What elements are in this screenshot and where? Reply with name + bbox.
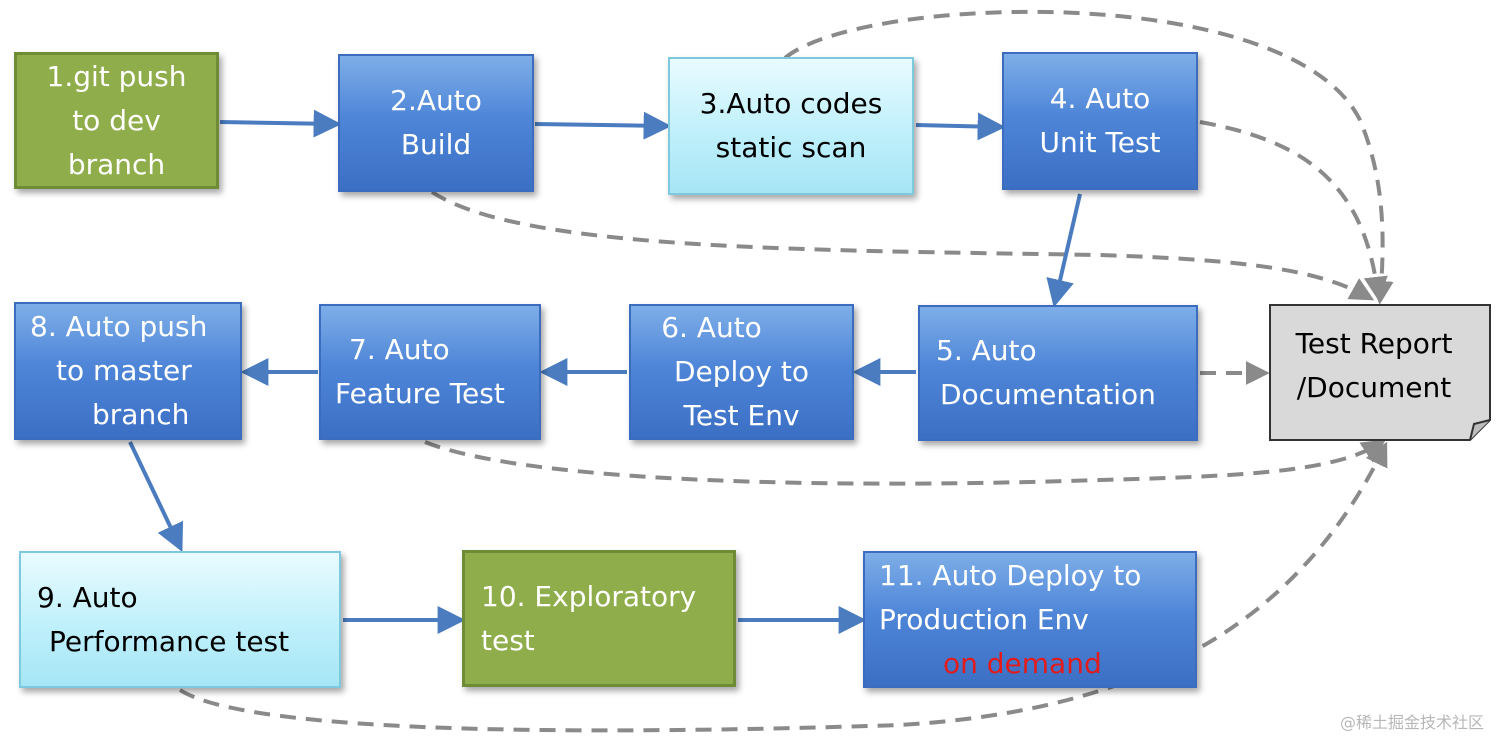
arrow-3-to-4 xyxy=(915,112,1006,141)
node-label: Deploy to xyxy=(673,355,810,388)
node-documentation: 5. Auto Documentation xyxy=(918,305,1198,441)
dashed-link-4-to-report xyxy=(1199,120,1388,301)
dashed-link-7-to-report xyxy=(424,439,1386,486)
node-label: 2.Auto xyxy=(390,84,482,117)
node-static-scan: 3.Auto codes static scan xyxy=(668,57,914,195)
node-label: 10. Exploratory xyxy=(481,579,697,613)
node-label: Feature Test xyxy=(335,377,505,410)
node-label: 9. Auto xyxy=(37,580,138,614)
node-performance-test: 9. Auto Performance test xyxy=(19,551,341,688)
node-label: to master xyxy=(56,354,192,387)
node-label: Test Env xyxy=(683,399,800,432)
node-deploy-production: 11. Auto Deploy to Production Env on dem… xyxy=(863,551,1197,688)
node-unit-test: 4. Auto Unit Test xyxy=(1002,52,1198,190)
node-label: static scan xyxy=(715,131,867,164)
node-label: to dev xyxy=(72,103,161,137)
node-label: 11. Auto Deploy to xyxy=(879,558,1142,592)
node-label: branch xyxy=(92,398,190,431)
dashed-link-2-to-report xyxy=(430,190,1375,301)
arrow-2-to-3 xyxy=(534,111,672,140)
node-deploy-test-env: 6. Auto Deploy to Test Env xyxy=(629,304,854,440)
arrow-1-to-2 xyxy=(219,109,342,138)
node-auto-push-master: 8. Auto push to master branch xyxy=(14,302,242,440)
node-label: Production Env xyxy=(879,602,1089,636)
node-git-push: 1.git push to dev branch xyxy=(14,52,219,189)
node-label: 8. Auto push xyxy=(30,310,208,343)
node-label: 3.Auto codes xyxy=(699,87,883,120)
dashed-link-9-to-report xyxy=(178,441,1388,733)
node-label: branch xyxy=(67,147,166,181)
report-line-2: /Document xyxy=(1297,371,1452,404)
dashed-link-3-to-report xyxy=(783,9,1394,305)
arrow-4-to-5 xyxy=(1046,193,1082,308)
node-label: 5. Auto xyxy=(936,334,1037,367)
node-label: Unit Test xyxy=(1039,126,1161,159)
node-auto-build: 2.Auto Build xyxy=(338,54,534,192)
watermark: @稀土掘金技术社区 xyxy=(1339,713,1484,732)
node-label-emphasis: on demand xyxy=(943,646,1102,680)
node-label: 7. Auto xyxy=(349,333,450,366)
node-feature-test: 7. Auto Feature Test xyxy=(319,304,541,440)
node-label: 6. Auto xyxy=(661,311,762,344)
node-exploratory-test: 10. Exploratory test xyxy=(462,550,736,687)
node-label: Build xyxy=(400,128,472,161)
arrow-8-to-9 xyxy=(128,441,184,553)
node-label: 1.git push xyxy=(46,59,187,93)
test-report-document: Test Report /Document xyxy=(1269,304,1491,441)
node-label: test xyxy=(481,623,535,657)
report-line-1: Test Report xyxy=(1295,327,1453,360)
node-label: Documentation xyxy=(940,378,1156,411)
node-label: 4. Auto xyxy=(1049,82,1151,115)
node-label: Performance test xyxy=(49,624,290,658)
